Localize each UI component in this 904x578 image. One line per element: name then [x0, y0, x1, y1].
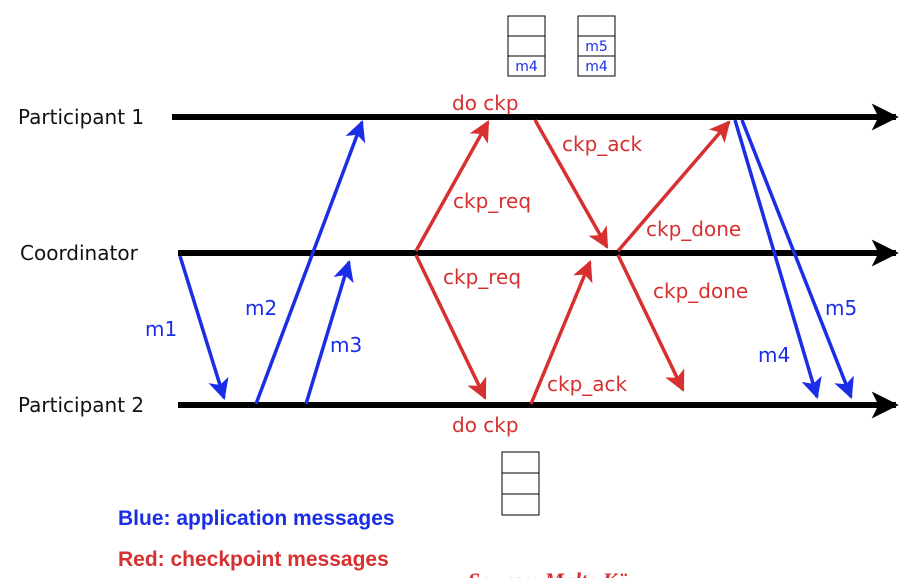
message-ckp-ack-p2: ckp_ack: [529, 260, 628, 405]
event-do-ckp-p2: do ckp: [452, 413, 519, 437]
message-m3: m3: [304, 259, 362, 405]
message-ckp-ack-p1: ckp_ack: [533, 119, 643, 249]
event-do-ckp-p1: do ckp: [452, 91, 519, 115]
message-label-m2: m2: [245, 296, 277, 320]
message-m4: m4: [733, 119, 822, 400]
message-label-ckp-done-p1: ckp_done: [646, 217, 741, 241]
message-ckp-done-p1: ckp_done: [616, 120, 741, 253]
buffer-slot-label: m4: [515, 59, 538, 75]
message-m1: m1: [145, 255, 229, 401]
message-label-ckp-req-p1: ckp_req: [453, 189, 531, 213]
buffer-slot-label: m5: [585, 39, 608, 55]
message-label-m5: m5: [825, 296, 857, 320]
message-label-ckp-done-p2: ckp_done: [653, 279, 748, 303]
lane-label-participant-1: Participant 1: [18, 105, 144, 129]
message-ckp-req-p2: ckp_req: [414, 254, 521, 400]
message-label-ckp-ack-p1: ckp_ack: [562, 132, 643, 156]
message-m5: m5: [740, 119, 857, 399]
message-label-ckp-ack-p2: ckp_ack: [547, 372, 628, 396]
message-label-ckp-req-p2: ckp_req: [443, 265, 521, 289]
message-ckp-done-p2: ckp_done: [616, 254, 748, 392]
buffer-p1-first: m4: [507, 15, 546, 77]
message-label-m4: m4: [758, 343, 790, 367]
message-ckp-req-p1: ckp_req: [414, 120, 531, 252]
legend-checkpoint: Red: checkpoint messages: [118, 548, 389, 571]
buffer-slot-label: m4: [585, 59, 608, 75]
buffer-p2: [501, 451, 540, 516]
legend-application: Blue: application messages: [118, 507, 395, 530]
message-label-m1: m1: [145, 317, 177, 341]
buffer-p1-second: m5 m4: [577, 15, 616, 77]
lane-label-participant-2: Participant 2: [18, 393, 144, 417]
message-m2: m2: [245, 120, 366, 405]
lane-label-coordinator: Coordinator: [20, 241, 139, 265]
message-label-m3: m3: [330, 333, 362, 357]
source-credit: Source: Malte Kö: [468, 568, 628, 578]
